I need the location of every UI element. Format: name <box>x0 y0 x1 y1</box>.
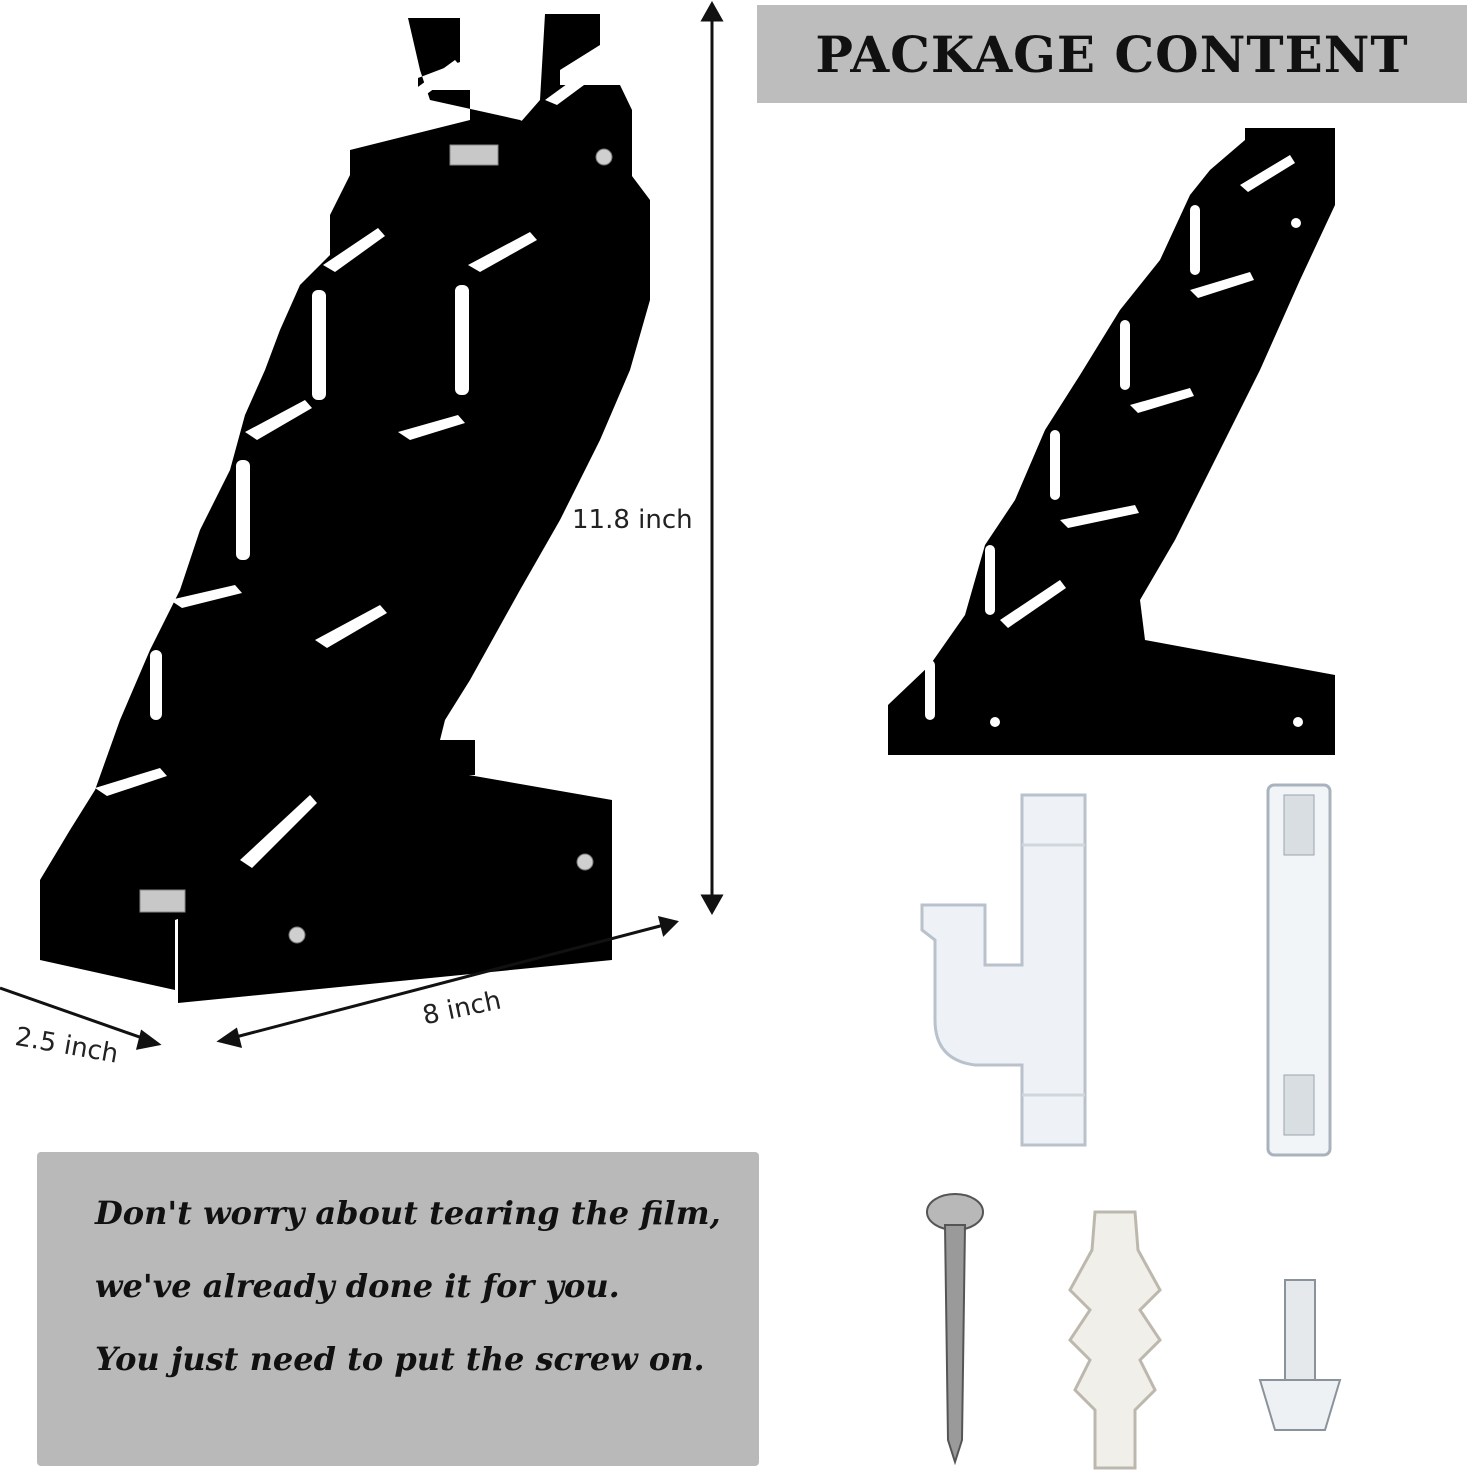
clear-acrylic-standoff-rod <box>1266 783 1332 1157</box>
page-title: PACKAGE CONTENT <box>815 24 1409 84</box>
package-content-banner: PACKAGE CONTENT <box>757 5 1467 103</box>
wood-screw <box>926 1193 984 1466</box>
film-note-box: Don't worry about tearing the film, we'v… <box>37 1152 759 1466</box>
rack-hardware <box>139 144 613 944</box>
single-rack-slots <box>925 155 1303 727</box>
single-rack-panel <box>888 128 1335 755</box>
dimension-arrows <box>0 0 724 1050</box>
rack-slots <box>95 60 607 868</box>
wall-anchor <box>1068 1210 1162 1470</box>
note-line-2: we've already done it for you. <box>95 1267 620 1305</box>
rack-front-panel <box>178 14 632 1003</box>
machine-screw <box>1258 1279 1342 1431</box>
height-dimension-label: 11.8 inch <box>572 505 693 535</box>
note-line-3: You just need to put the screw on. <box>95 1340 705 1378</box>
clear-acrylic-hook <box>920 793 1087 1147</box>
note-line-1: Don't worry about tearing the film, <box>95 1194 721 1232</box>
